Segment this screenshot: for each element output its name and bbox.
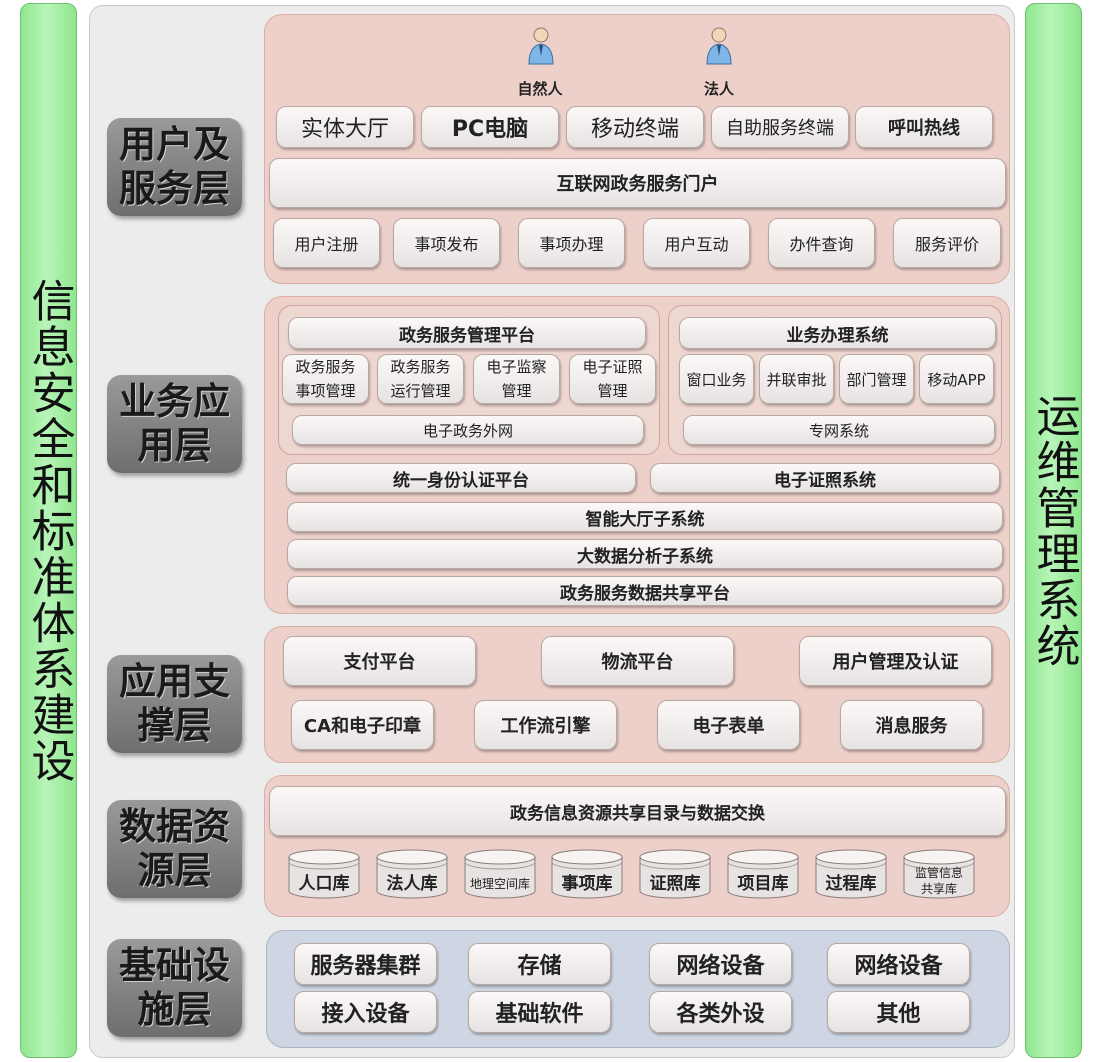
function-query: 办件查询 — [768, 218, 875, 268]
infra-peripherals: 各类外设 — [649, 991, 792, 1033]
support-message: 消息服务 — [840, 700, 983, 750]
channel-kiosk: 自助服务终端 — [711, 106, 849, 148]
database-cylinder: 人口库 — [288, 849, 360, 899]
actor-label-legal: 法人 — [703, 80, 734, 98]
support-eform: 电子表单 — [657, 700, 800, 750]
infra-access: 接入设备 — [294, 991, 437, 1033]
right-sidebar: 运维管理系统 — [1025, 3, 1082, 1058]
channel-hall: 实体大厅 — [276, 106, 414, 148]
channel-pc: PC电脑 — [421, 106, 559, 148]
license-system: 电子证照系统 — [650, 463, 1000, 493]
infra-network-1: 网络设备 — [649, 943, 792, 985]
database-label: 证照库 — [649, 874, 701, 894]
database-cylinder: 过程库 — [815, 849, 887, 899]
database-label: 地理空间库 — [469, 877, 530, 891]
layer-label-user: 用户及服务层 — [107, 118, 242, 216]
actor-label-natural: 自然人 — [517, 80, 563, 98]
database-label: 人口库 — [298, 874, 350, 894]
function-interact: 用户互动 — [643, 218, 750, 268]
biz-network: 专网系统 — [683, 415, 995, 445]
support-user-auth: 用户管理及认证 — [799, 636, 992, 686]
layer-label-data: 数据资源层 — [107, 800, 242, 898]
function-handle: 事项办理 — [518, 218, 625, 268]
layer-label-business: 业务应用层 — [107, 375, 242, 473]
mgmt-item-license: 电子证照管理 — [569, 354, 656, 404]
mgmt-item-operation: 政务服务运行管理 — [377, 354, 464, 404]
database-cylinder: 法人库 — [376, 849, 448, 899]
layer-label-support: 应用支撑层 — [107, 655, 242, 753]
biz-item-parallel: 并联审批 — [759, 354, 834, 404]
channel-mobile: 移动终端 — [566, 106, 704, 148]
smart-hall-bar: 智能大厅子系统 — [287, 502, 1003, 532]
left-sidebar-text: 信息安全和标准体系建设 — [23, 277, 75, 784]
database-cylinder: 证照库 — [639, 849, 711, 899]
database-label: 监管信息共享库 — [914, 866, 963, 896]
biz-system-title: 业务办理系统 — [679, 317, 996, 349]
function-publish: 事项发布 — [393, 218, 500, 268]
database-label: 法人库 — [386, 874, 438, 894]
person-icon-natural — [526, 26, 556, 66]
user-layer-panel — [264, 14, 1010, 284]
infra-storage: 存储 — [468, 943, 611, 985]
data-exchange: 政务信息资源共享目录与数据交换 — [269, 786, 1006, 836]
function-evaluate: 服务评价 — [893, 218, 1001, 268]
support-logistics: 物流平台 — [541, 636, 734, 686]
infra-network-2: 网络设备 — [827, 943, 970, 985]
support-payment: 支付平台 — [283, 636, 476, 686]
database-label: 项目库 — [737, 874, 789, 894]
identity-platform: 统一身份认证平台 — [286, 463, 636, 493]
infra-base-software: 基础软件 — [468, 991, 611, 1033]
database-cylinder: 项目库 — [727, 849, 799, 899]
infra-server-cluster: 服务器集群 — [294, 943, 437, 985]
function-register: 用户注册 — [273, 218, 380, 268]
infra-other: 其他 — [827, 991, 970, 1033]
channel-hotline: 呼叫热线 — [855, 106, 993, 148]
mgmt-item-supervision: 电子监察管理 — [473, 354, 560, 404]
layer-label-infra: 基础设施层 — [107, 939, 242, 1037]
internet-portal: 互联网政务服务门户 — [269, 158, 1006, 208]
database-cylinder: 监管信息共享库 — [903, 849, 975, 899]
mgmt-platform-title: 政务服务管理平台 — [288, 317, 646, 349]
support-ca-seal: CA和电子印章 — [291, 700, 434, 750]
database-cylinder: 事项库 — [551, 849, 623, 899]
person-icon-legal — [704, 26, 734, 66]
right-sidebar-text: 运维管理系统 — [1028, 392, 1080, 669]
support-workflow: 工作流引擎 — [474, 700, 617, 750]
data-share-bar: 政务服务数据共享平台 — [287, 576, 1003, 606]
biz-item-dept: 部门管理 — [839, 354, 914, 404]
mgmt-item-matters: 政务服务事项管理 — [282, 354, 369, 404]
biz-item-window: 窗口业务 — [679, 354, 754, 404]
left-sidebar: 信息安全和标准体系建设 — [20, 3, 77, 1058]
big-data-bar: 大数据分析子系统 — [287, 539, 1003, 569]
mgmt-network: 电子政务外网 — [292, 415, 644, 445]
database-label: 过程库 — [825, 874, 877, 894]
database-cylinder: 地理空间库 — [464, 849, 536, 899]
biz-item-app: 移动APP — [919, 354, 994, 404]
database-label: 事项库 — [561, 874, 613, 894]
